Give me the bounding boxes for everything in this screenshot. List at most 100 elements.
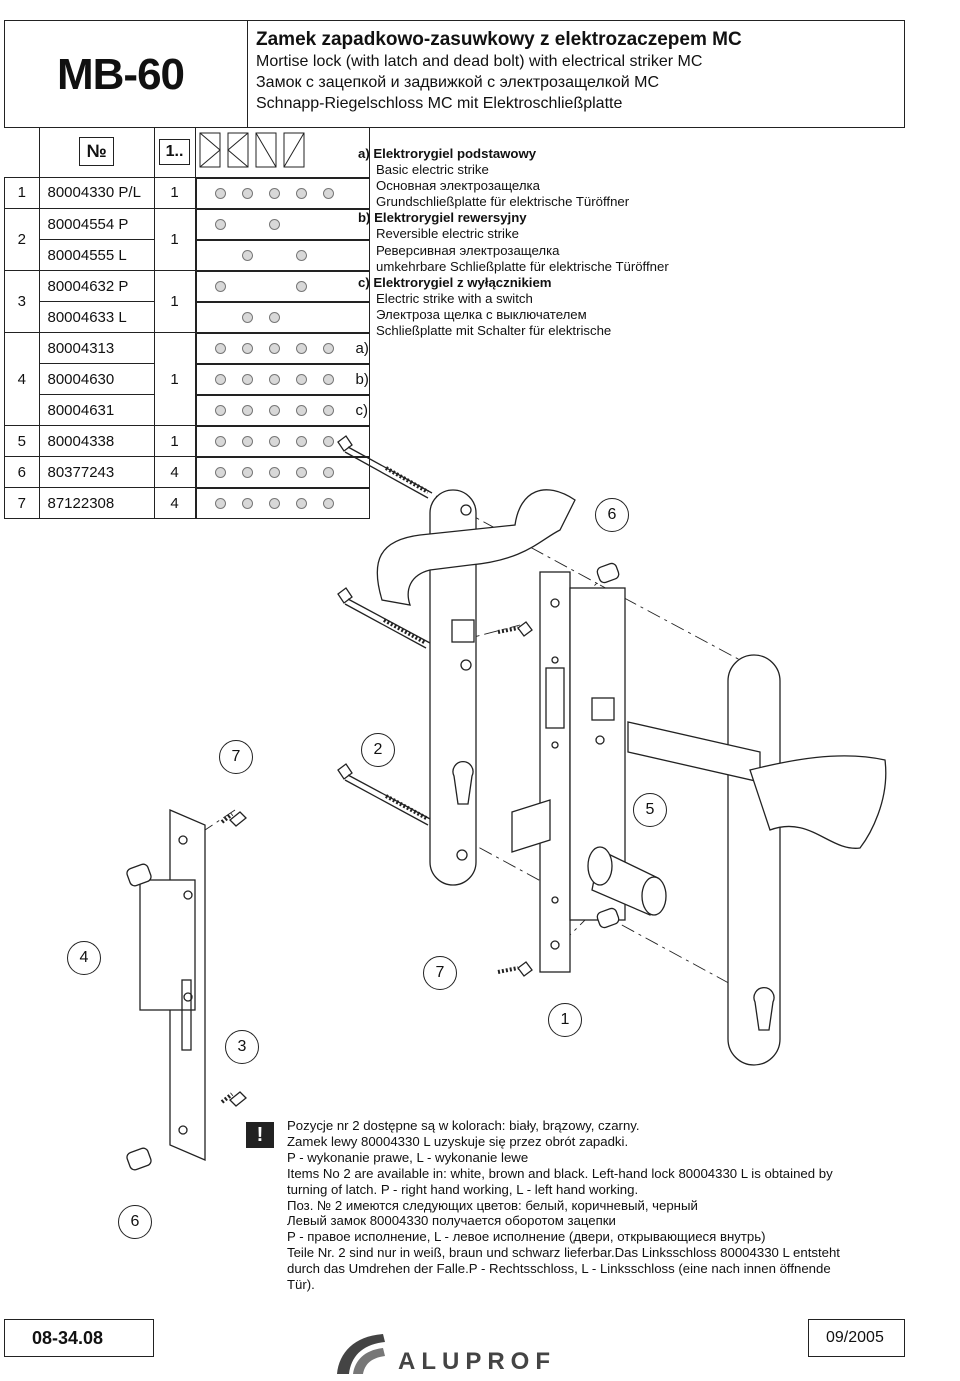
strike-option: c) xyxy=(355,401,369,419)
variant-dots: b) xyxy=(195,363,370,395)
part-qty: 1 xyxy=(153,270,196,333)
variant-dot xyxy=(241,466,253,478)
part-code: 80004338 xyxy=(38,425,155,457)
variant-dot xyxy=(214,342,226,354)
variant-dots xyxy=(195,301,370,333)
electric-strike-plate xyxy=(139,809,206,1161)
strike-b-de: umkehrbare Schließplatte für elektrische… xyxy=(376,258,669,274)
variant-dot xyxy=(268,218,280,230)
variant-dot xyxy=(268,404,280,416)
callout-6-top: 6 xyxy=(595,498,629,532)
part-code: 80004313 xyxy=(38,332,155,364)
callout-7-bottom: 7 xyxy=(423,956,457,990)
variant-dot xyxy=(241,311,253,323)
variant-dot xyxy=(322,435,334,447)
strike-b-title: b) Elektrorygiel rewersyjny xyxy=(358,210,527,226)
model-number: MB-60 xyxy=(57,50,185,99)
variant-dot xyxy=(268,342,280,354)
part-code: 80004555 L xyxy=(38,239,155,271)
strike-option: b) xyxy=(355,370,369,388)
variant-dot xyxy=(268,187,280,199)
callout-7-top: 7 xyxy=(219,740,253,774)
variant-dot xyxy=(241,187,253,199)
strike-c-de: Schließplatte mit Schalter für elektrisc… xyxy=(376,323,612,339)
row-number: 7 xyxy=(4,487,40,519)
variant-dot xyxy=(214,218,226,230)
strike-a-de: Grundschließplatte für elektrische Türöf… xyxy=(376,194,630,210)
strike-a-en: Basic electric strike xyxy=(376,162,489,178)
variant-dots xyxy=(195,270,370,302)
door-opening-icons xyxy=(199,132,304,168)
variant-dot xyxy=(241,404,253,416)
part-qty: 1 xyxy=(153,332,196,426)
variant-dot xyxy=(322,342,334,354)
variant-dots xyxy=(195,425,370,457)
strike-option: a) xyxy=(355,339,369,357)
callout-6-bottom: 6 xyxy=(118,1205,152,1239)
variant-dot xyxy=(295,466,307,478)
strike-b-ru: Реверсивная электрозащелка xyxy=(376,242,560,258)
inner-handle-plate xyxy=(429,489,477,886)
variant-dot xyxy=(322,466,334,478)
table-header-row: № 1.. xyxy=(4,127,371,178)
screw-bottom xyxy=(337,763,433,826)
strike-c-ru: Электроза щелка с выключателем xyxy=(376,306,587,322)
part-code: 80004630 xyxy=(38,363,155,395)
variant-dot xyxy=(268,497,280,509)
part-qty: 1 xyxy=(153,208,196,271)
variant-dot xyxy=(214,280,226,292)
variant-dot xyxy=(295,435,307,447)
variant-dot xyxy=(268,435,280,447)
variant-dot xyxy=(241,435,253,447)
strike-b-en: Reversible electric strike xyxy=(376,226,519,242)
variant-dot xyxy=(241,497,253,509)
part-code: 80004330 P/L xyxy=(38,176,155,209)
qty-label: 1.. xyxy=(158,138,191,165)
table-row: 80004630 b) xyxy=(5,363,370,395)
part-code: 80377243 xyxy=(38,456,155,488)
part-code: 87122308 xyxy=(38,487,155,519)
variant-dots xyxy=(195,208,370,240)
row-number: 4 xyxy=(4,332,40,426)
callout-5: 5 xyxy=(633,793,667,827)
document-date: 09/2005 xyxy=(826,1329,884,1346)
variant-dot xyxy=(322,187,334,199)
variant-dot xyxy=(268,373,280,385)
small-screws xyxy=(126,562,620,1171)
warning-icon: ! xyxy=(246,1122,274,1148)
table-row: 80004633 L xyxy=(5,301,370,333)
aluprof-logo-icon xyxy=(337,1334,385,1374)
title-ru: Замок с зацепкой и задвижкой с электроза… xyxy=(256,74,660,91)
part-code: 80004633 L xyxy=(38,301,155,333)
variant-dot xyxy=(322,404,334,416)
title-de: Schnapp-Riegelschloss MC mit Elektroschl… xyxy=(256,95,623,112)
document-code: 08-34.08 xyxy=(32,1328,104,1348)
variant-dot xyxy=(322,373,334,385)
variant-dot xyxy=(241,373,253,385)
variant-dot xyxy=(214,187,226,199)
variant-dot xyxy=(295,404,307,416)
variant-dot xyxy=(295,249,307,261)
table-row: 80004555 L xyxy=(5,239,370,271)
title-pl: Zamek zapadkowo-zasuwkowy z elektrozacze… xyxy=(256,29,742,50)
variant-dots xyxy=(195,239,370,271)
strike-c-title: c) Elektrorygiel z wyłącznikiem xyxy=(358,274,552,290)
strike-c-en: Electric strike with a switch xyxy=(376,290,533,306)
inner-handle-lever xyxy=(376,489,576,606)
part-code: 80004554 P xyxy=(38,208,155,240)
variant-dot xyxy=(214,435,226,447)
variant-dot xyxy=(214,497,226,509)
strike-a-ru: Основная электрозащелка xyxy=(376,178,540,194)
callout-3: 3 xyxy=(225,1030,259,1064)
variant-dot xyxy=(295,342,307,354)
row-number: 2 xyxy=(4,208,40,271)
variant-dot xyxy=(295,187,307,199)
title-en: Mortise lock (with latch and dead bolt) … xyxy=(256,53,703,70)
strike-descriptions: a) Elektrorygiel podstawowy Basic electr… xyxy=(358,146,669,339)
variant-dot xyxy=(241,342,253,354)
no-label: № xyxy=(79,137,114,167)
variant-dots: a) xyxy=(195,332,370,364)
